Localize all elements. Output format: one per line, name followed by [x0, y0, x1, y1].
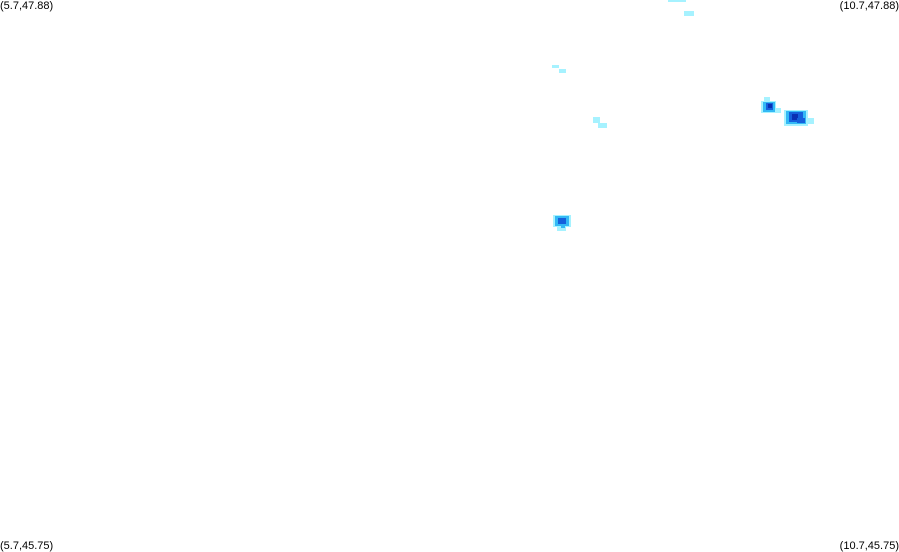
precip-cell	[593, 117, 600, 123]
corner-label-top-right: (10.7,47.88)	[839, 0, 899, 12]
corner-label-bottom-left: (5.7,45.75)	[0, 540, 54, 552]
precip-cell	[598, 123, 607, 128]
precip-cluster-east-1	[761, 97, 781, 113]
precip-cell	[559, 69, 566, 73]
precip-cell	[552, 65, 559, 68]
precip-cluster-central	[553, 215, 571, 231]
precip-cell	[684, 11, 694, 16]
corner-label-bottom-right: (10.7,45.75)	[839, 540, 899, 552]
precip-cluster-east-2	[784, 110, 814, 126]
precip-cell	[668, 0, 686, 2]
corner-label-top-left: (5.7,47.88)	[0, 0, 54, 12]
